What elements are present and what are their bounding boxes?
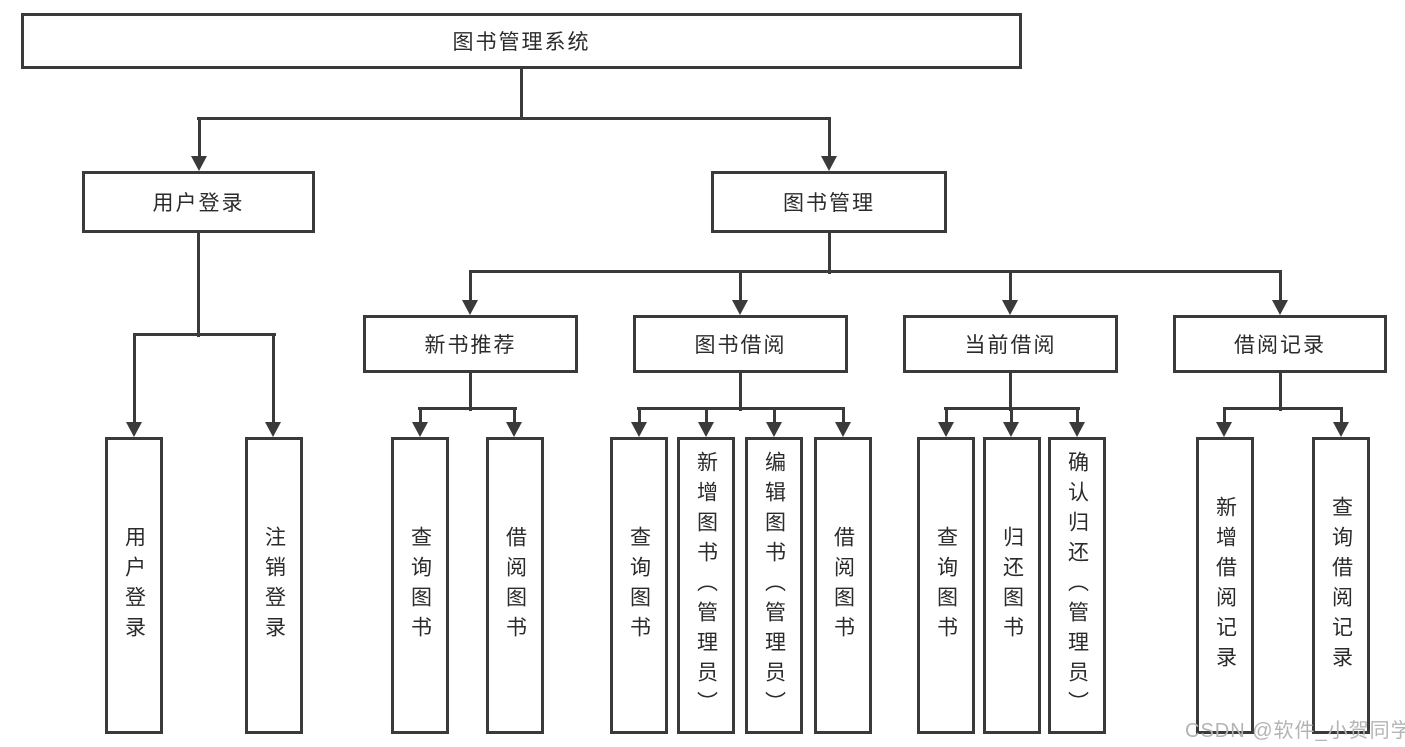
leaf-return-books: 归还图书 (983, 437, 1041, 734)
arrow-down-icon (506, 422, 522, 437)
arrow-down-icon (1216, 422, 1232, 437)
connector-line (1222, 409, 1226, 424)
connector-line (637, 409, 641, 424)
node-label: 查询图书 (408, 525, 432, 646)
connector-line (1223, 406, 1343, 410)
connector-line (1339, 409, 1343, 424)
arrow-down-icon (1002, 300, 1018, 315)
arrow-down-icon (1003, 422, 1019, 437)
arrow-down-icon (126, 422, 142, 437)
node-label: 用户登录 (152, 192, 245, 215)
arrow-down-icon (1069, 422, 1085, 437)
connector-line (1008, 272, 1012, 302)
connector-line (1009, 409, 1013, 424)
connector-line (418, 406, 517, 410)
node-label: 用户登录 (122, 525, 146, 646)
arrow-down-icon (821, 156, 837, 171)
leaf-logout: 注销登录 (245, 437, 303, 734)
leaf-borrow-books: 借阅图书 (486, 437, 544, 734)
connector-line (704, 409, 708, 424)
arrow-down-icon (938, 422, 954, 437)
connector-line (827, 118, 831, 158)
node-label: 借阅图书 (503, 525, 527, 646)
node-label: 查询图书 (934, 525, 958, 646)
connector-line (1075, 409, 1079, 424)
node-label: 当前借阅 (964, 334, 1057, 357)
arrow-down-icon (191, 156, 207, 171)
leaf-query-books: 查询图书 (610, 437, 668, 734)
leaf-query-books: 查询图书 (391, 437, 449, 734)
arrow-down-icon (462, 300, 478, 315)
connector-line (132, 335, 136, 424)
node-new-book-recommendation: 新书推荐 (363, 315, 578, 373)
csdn-watermark: CSDN @软件_小贺同学 (1185, 720, 1405, 742)
node-label: 新增借阅记录 (1213, 495, 1237, 676)
leaf-add-books-admin: 新增图书（管理员） (677, 437, 735, 734)
connector-line (827, 233, 831, 274)
connector-line (197, 116, 831, 120)
node-library-management-system: 图书管理系统 (21, 13, 1022, 69)
leaf-edit-books-admin: 编辑图书（管理员） (745, 437, 803, 734)
connector-line (772, 409, 776, 424)
node-label: 确认归还（管理员） (1065, 450, 1089, 721)
connector-line (841, 409, 845, 424)
arrow-down-icon (412, 422, 428, 437)
node-label: 查询借阅记录 (1329, 495, 1353, 676)
connector-line (944, 409, 948, 424)
node-book-borrowing: 图书借阅 (633, 315, 848, 373)
connector-line (197, 118, 201, 158)
connector-line (196, 233, 200, 337)
arrow-down-icon (1272, 300, 1288, 315)
node-label: 新增图书（管理员） (694, 450, 718, 721)
leaf-query-books: 查询图书 (917, 437, 975, 734)
node-label: 新书推荐 (424, 334, 517, 357)
connector-line (469, 269, 1282, 273)
connector-line (944, 406, 1080, 410)
connector-line (418, 409, 422, 424)
leaf-query-borrow-record: 查询借阅记录 (1312, 437, 1370, 734)
connector-line (1008, 373, 1012, 411)
leaf-user-login: 用户登录 (105, 437, 163, 734)
node-label: 归还图书 (1000, 525, 1024, 646)
connector-line (738, 373, 742, 411)
node-borrowing-records: 借阅记录 (1173, 315, 1387, 373)
node-label: 查询图书 (627, 525, 651, 646)
arrow-down-icon (698, 422, 714, 437)
arrow-down-icon (265, 422, 281, 437)
arrow-down-icon (766, 422, 782, 437)
connector-line (512, 409, 516, 424)
arrow-down-icon (1333, 422, 1349, 437)
node-user-login: 用户登录 (82, 171, 315, 233)
node-label: 图书借阅 (694, 334, 787, 357)
connector-line (519, 69, 523, 120)
connector-line (271, 335, 275, 424)
arrow-down-icon (732, 300, 748, 315)
leaf-borrow-books: 借阅图书 (814, 437, 872, 734)
leaf-confirm-return-admin: 确认归还（管理员） (1048, 437, 1106, 734)
arrow-down-icon (835, 422, 851, 437)
node-book-management: 图书管理 (711, 171, 947, 233)
leaf-add-borrow-record: 新增借阅记录 (1196, 437, 1254, 734)
connector-line (738, 272, 742, 302)
node-label: 图书管理 (783, 192, 875, 215)
node-label: 借阅图书 (831, 525, 855, 646)
node-label: 借阅记录 (1234, 334, 1326, 357)
connector-line (1278, 373, 1282, 411)
connector-line (1278, 272, 1282, 302)
connector-line (133, 332, 276, 336)
node-label: 编辑图书（管理员） (762, 450, 786, 721)
node-current-borrowing: 当前借阅 (903, 315, 1118, 373)
connector-line (637, 406, 845, 410)
connector-line (468, 373, 472, 411)
connector-line (468, 272, 472, 302)
arrow-down-icon (631, 422, 647, 437)
node-label: 注销登录 (262, 525, 286, 646)
node-label: 图书管理系统 (452, 31, 591, 54)
